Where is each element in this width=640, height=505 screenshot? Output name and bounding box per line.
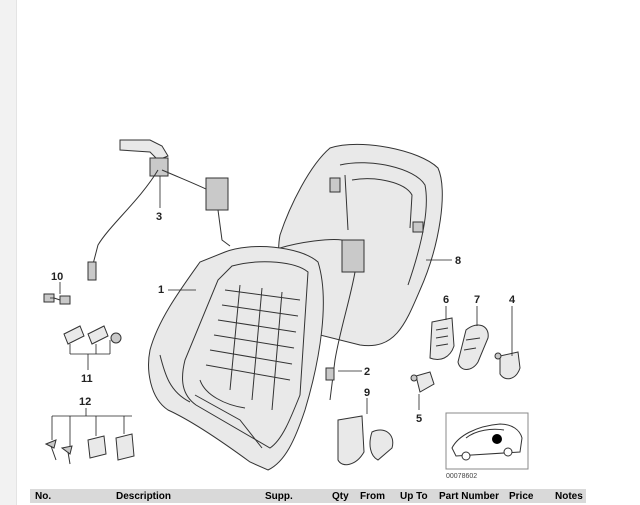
callout-2: 2 <box>364 366 370 378</box>
screws-part-10 <box>43 293 71 305</box>
vehicle-locator-thumbnail <box>445 412 529 470</box>
callout-3: 3 <box>156 211 162 223</box>
callout-6: 6 <box>443 294 449 306</box>
callout-4: 4 <box>509 294 516 306</box>
brackets-part-11 <box>63 325 122 345</box>
column-header-notes: Notes <box>555 490 583 502</box>
callout-7: 7 <box>474 294 480 306</box>
column-header-qty: Qty <box>332 490 349 502</box>
plug-part-5 <box>410 371 435 393</box>
column-header-from: From <box>360 490 385 502</box>
page-left-border <box>0 0 17 505</box>
seat-back-frame <box>148 246 324 471</box>
column-header-part-number: Part Number <box>439 490 500 502</box>
column-header-description: Description <box>116 490 172 502</box>
callout-10: 10 <box>51 271 63 283</box>
cover-part-9 <box>337 415 394 466</box>
trim-cover-right <box>457 324 489 370</box>
callout-8: 8 <box>455 255 461 267</box>
leader-lines <box>50 176 513 446</box>
release-cable-lower <box>279 239 365 401</box>
column-header-price: Price <box>509 490 534 502</box>
fasteners-part-12 <box>44 433 135 465</box>
trim-cover-left <box>429 317 455 360</box>
release-cable-upper <box>87 139 231 281</box>
parts-diagram-svg: 1 2 3 4 5 6 7 8 9 10 11 12 00078602 <box>43 139 529 480</box>
callout-12: 12 <box>79 396 91 408</box>
callout-1: 1 <box>158 284 164 296</box>
column-header-supp: Supp. <box>265 490 293 502</box>
location-marker-icon <box>492 434 502 444</box>
column-header-up-to: Up To <box>400 490 428 502</box>
clip-part-4 <box>494 351 521 380</box>
diagram-reference-code: 00078602 <box>446 473 477 480</box>
callout-9: 9 <box>364 387 370 399</box>
parts-diagram: 1 2 3 4 5 6 7 8 9 10 11 12 00078602 <box>43 139 529 480</box>
parts-table-header: No. Description Supp. Qty From Up To Par… <box>30 489 586 503</box>
column-header-no: No. <box>35 490 52 502</box>
callout-5: 5 <box>416 413 422 425</box>
callout-11: 11 <box>81 373 93 385</box>
